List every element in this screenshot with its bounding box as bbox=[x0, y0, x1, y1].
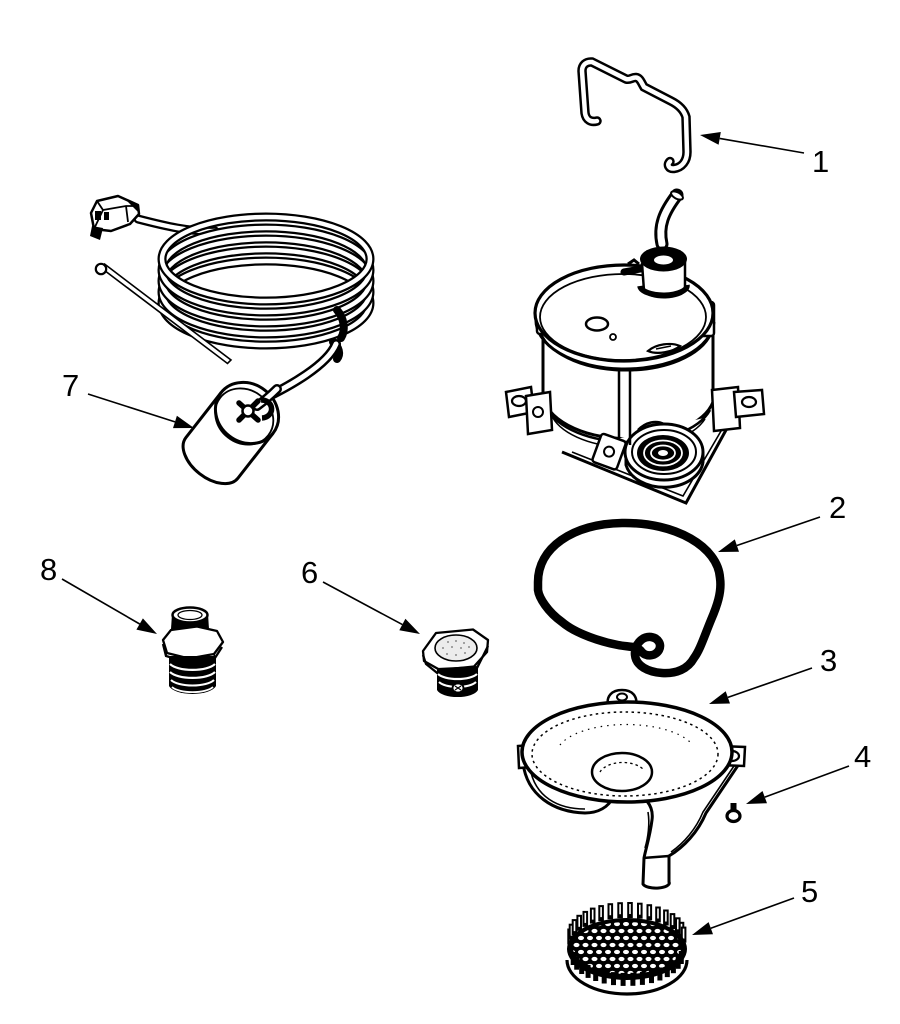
svg-text:5: 5 bbox=[801, 874, 818, 909]
svg-text:1: 1 bbox=[812, 144, 829, 179]
svg-text:3: 3 bbox=[820, 643, 837, 678]
svg-text:6: 6 bbox=[301, 555, 318, 590]
svg-text:2: 2 bbox=[829, 490, 846, 525]
svg-text:7: 7 bbox=[62, 368, 79, 403]
svg-text:8: 8 bbox=[40, 552, 57, 587]
svg-text:4: 4 bbox=[854, 739, 871, 774]
